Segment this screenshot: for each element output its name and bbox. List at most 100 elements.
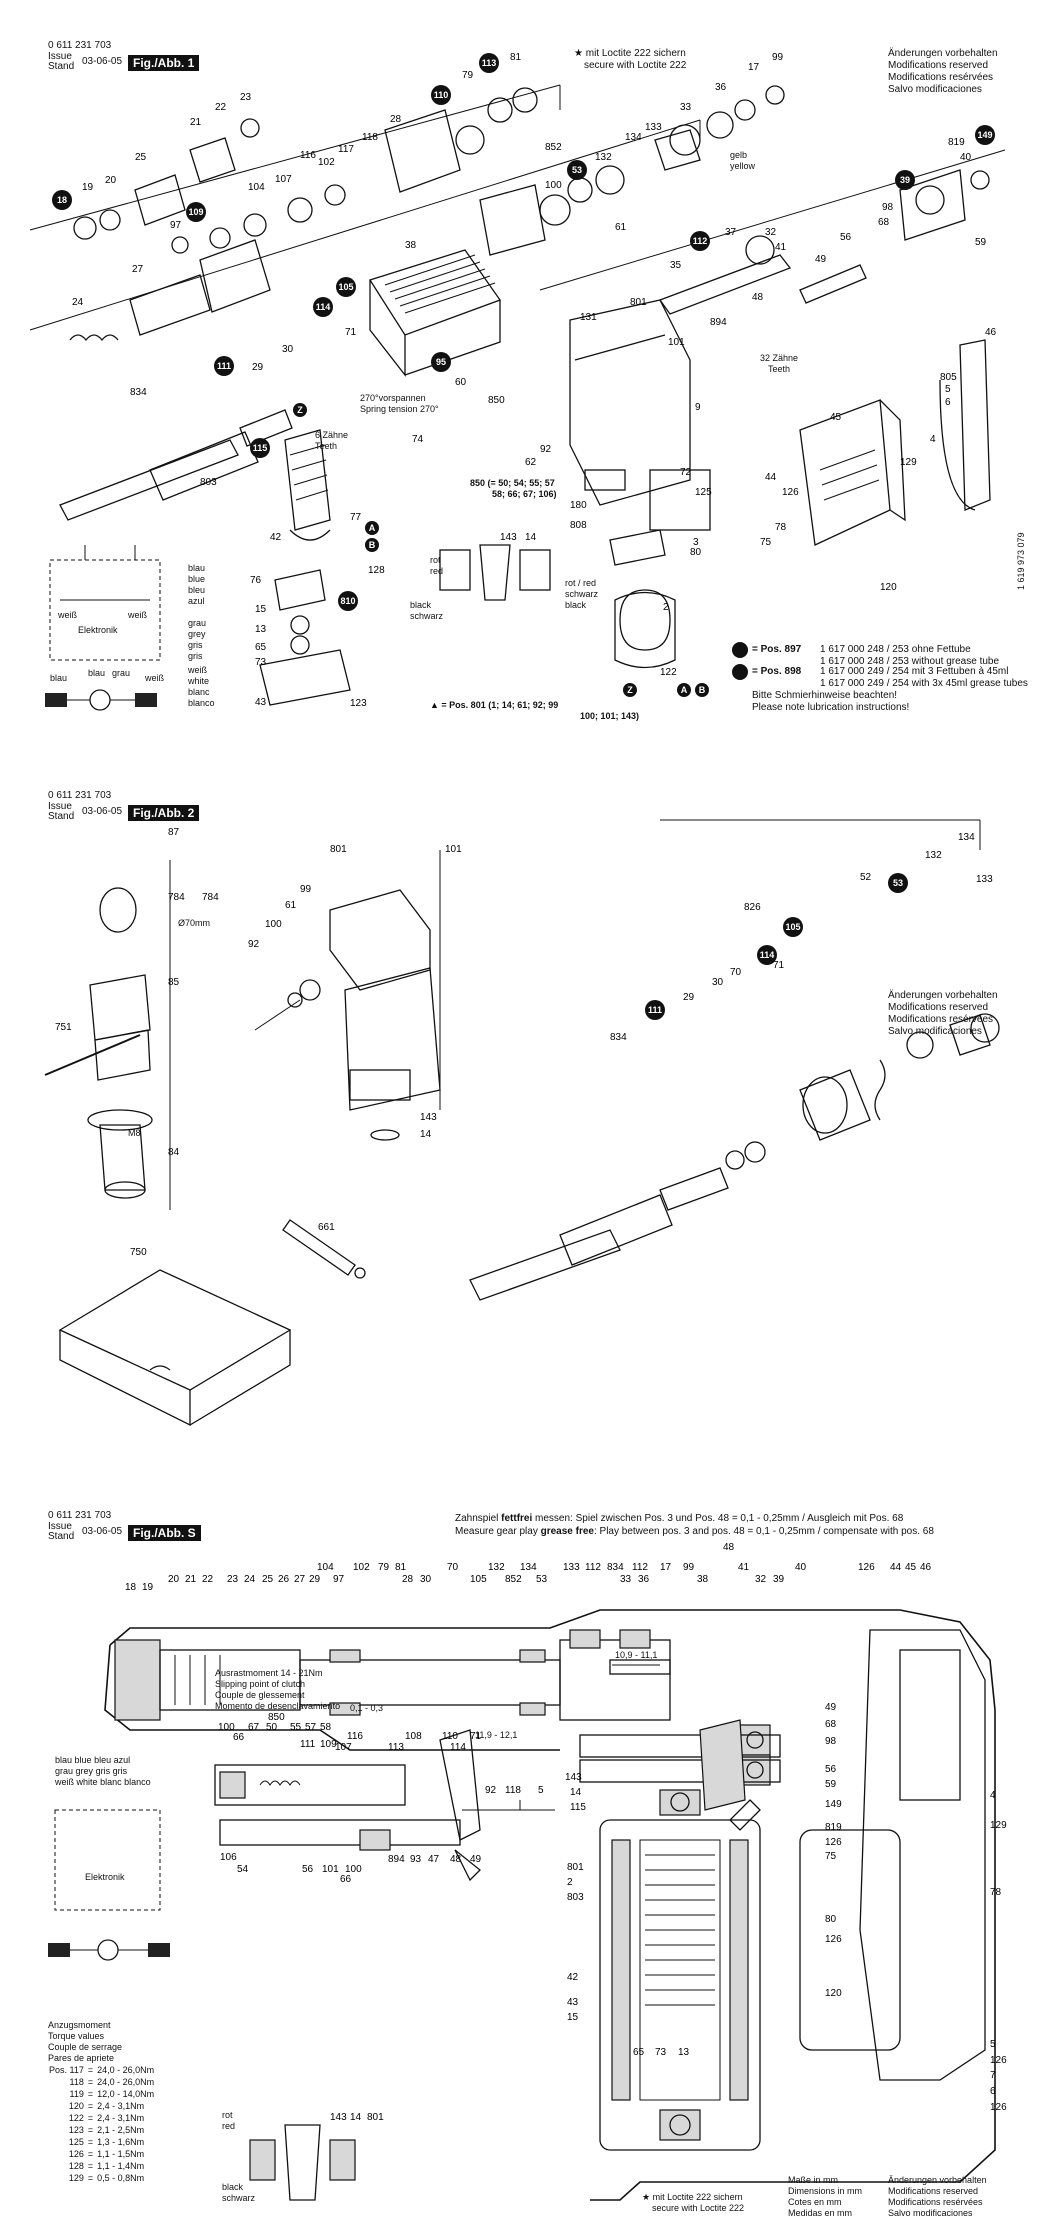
svg-text:803: 803 (200, 477, 217, 488)
section-top-labels: 18 19 20 21 22 23 24 25 26 27 29 104 97 … (125, 1542, 932, 1593)
dim-0-1: 0,1 - 0,3 (350, 1703, 384, 1713)
svg-text:B: B (369, 540, 376, 550)
section-bottom-labels: 111 109 116 107 113 108 110 114 71 92 11… (300, 1731, 690, 2058)
svg-text:115: 115 (570, 1802, 586, 1813)
svg-text:45: 45 (905, 1562, 917, 1573)
svg-text:120: 120 (825, 1988, 842, 1999)
svg-text:47: 47 (428, 1854, 440, 1865)
svg-text:6: 6 (945, 397, 951, 408)
svg-text:37: 37 (725, 227, 737, 238)
svg-text:52: 52 (860, 872, 872, 883)
svg-text:819: 819 (825, 1822, 842, 1833)
svg-text:111: 111 (648, 1005, 662, 1015)
issue-label-3: Issue (48, 1521, 72, 1532)
grau-label: grau (112, 668, 131, 678)
svg-text:70: 70 (447, 1562, 459, 1573)
marker-z: Z (293, 403, 307, 417)
svg-text:850: 850 (488, 395, 505, 406)
svg-text:120: 120 (880, 582, 897, 593)
svg-text:105: 105 (785, 922, 800, 932)
figure-label-2: Fig./Abb. 2 (128, 805, 200, 821)
svg-text:79: 79 (378, 1562, 390, 1573)
svg-text:149: 149 (977, 130, 992, 140)
svg-text:5: 5 (990, 2039, 996, 2050)
svg-text:114: 114 (450, 1742, 466, 1753)
svg-text:100: 100 (265, 919, 282, 930)
svg-text:107: 107 (275, 174, 292, 185)
svg-text:134: 134 (625, 132, 642, 143)
weiss-label-right: weiß (128, 610, 148, 620)
svg-text:40: 40 (960, 152, 972, 163)
svg-text:75: 75 (825, 1851, 837, 1862)
svg-text:118: 118 (362, 132, 378, 143)
svg-text:117: 117 (338, 144, 354, 155)
svg-text:49: 49 (825, 1702, 837, 1713)
wiring-diagram-3 (48, 1809, 170, 1961)
svg-text:2: 2 (567, 1877, 573, 1888)
part-labels-1: 19 20 21 22 23 25 28 79 81 99 17 36 33 1… (72, 52, 997, 709)
svg-text:77: 77 (350, 512, 362, 523)
svg-text:76: 76 (250, 575, 262, 586)
svg-text:30: 30 (420, 1574, 432, 1585)
svg-text:43: 43 (567, 1997, 579, 2008)
svg-text:114: 114 (760, 950, 775, 960)
gear-play-note-en: Measure gear play grease free: Play betw… (455, 1526, 934, 1537)
bubble-112: 112 (690, 231, 710, 251)
grease-898-icon (732, 664, 748, 680)
section-view: 18 19 20 21 22 23 24 25 26 27 29 104 97 … (48, 1542, 1007, 2201)
svg-text:39: 39 (773, 1574, 785, 1585)
svg-text:79: 79 (462, 70, 474, 81)
figure-label: Fig./Abb. 1 (128, 55, 200, 71)
svg-text:39: 39 (900, 175, 910, 185)
svg-text:15: 15 (567, 2012, 579, 2023)
svg-text:132: 132 (595, 152, 612, 163)
svg-text:132: 132 (925, 850, 942, 861)
svg-text:143: 143 (420, 1112, 437, 1123)
svg-text:143: 143 (565, 1772, 582, 1783)
svg-text:43: 43 (255, 697, 267, 708)
svg-text:55: 55 (290, 1722, 302, 1733)
svg-text:68: 68 (878, 217, 890, 228)
svg-text:60: 60 (455, 377, 467, 388)
svg-text:48: 48 (752, 292, 764, 303)
svg-text:9: 9 (695, 402, 701, 413)
svg-text:126: 126 (990, 2055, 1007, 2066)
svg-text:102: 102 (318, 157, 335, 168)
svg-text:95: 95 (436, 357, 446, 367)
svg-text:71: 71 (470, 1731, 482, 1742)
svg-text:33: 33 (680, 102, 692, 113)
svg-text:15: 15 (255, 604, 267, 615)
sheet-figure-1: 0 611 231 703 Issue Stand 03-06-05 Fig./… (0, 0, 1050, 760)
svg-text:61: 61 (285, 900, 297, 911)
svg-text:115: 115 (253, 443, 268, 453)
svg-text:132: 132 (488, 1562, 505, 1573)
svg-text:21: 21 (185, 1574, 197, 1585)
svg-text:13: 13 (255, 624, 267, 635)
svg-text:850: 850 (268, 1712, 285, 1723)
grease-897-icon (732, 642, 748, 658)
issue-date-3: 03-06-05 (82, 1526, 123, 1537)
svg-text:116: 116 (300, 150, 316, 161)
svg-text:661: 661 (318, 1222, 335, 1233)
svg-text:116: 116 (347, 1731, 363, 1742)
svg-text:22: 22 (215, 102, 227, 113)
svg-text:40: 40 (795, 1562, 807, 1573)
svg-text:810: 810 (340, 596, 355, 606)
marker-b2: B (695, 683, 709, 697)
svg-text:751: 751 (55, 1022, 72, 1033)
bubble-105: 105 (336, 277, 356, 297)
svg-text:126: 126 (825, 1837, 842, 1848)
svg-text:104: 104 (317, 1562, 334, 1573)
svg-text:109: 109 (188, 207, 203, 217)
svg-text:123: 123 (350, 698, 367, 709)
svg-text:53: 53 (893, 878, 903, 888)
svg-text:126: 126 (825, 1934, 842, 1945)
svg-text:41: 41 (775, 242, 787, 253)
svg-text:784: 784 (168, 892, 185, 903)
exploded-view-1: 18 109 110 113 105 114 111 115 95 53 112… (29, 52, 1006, 711)
